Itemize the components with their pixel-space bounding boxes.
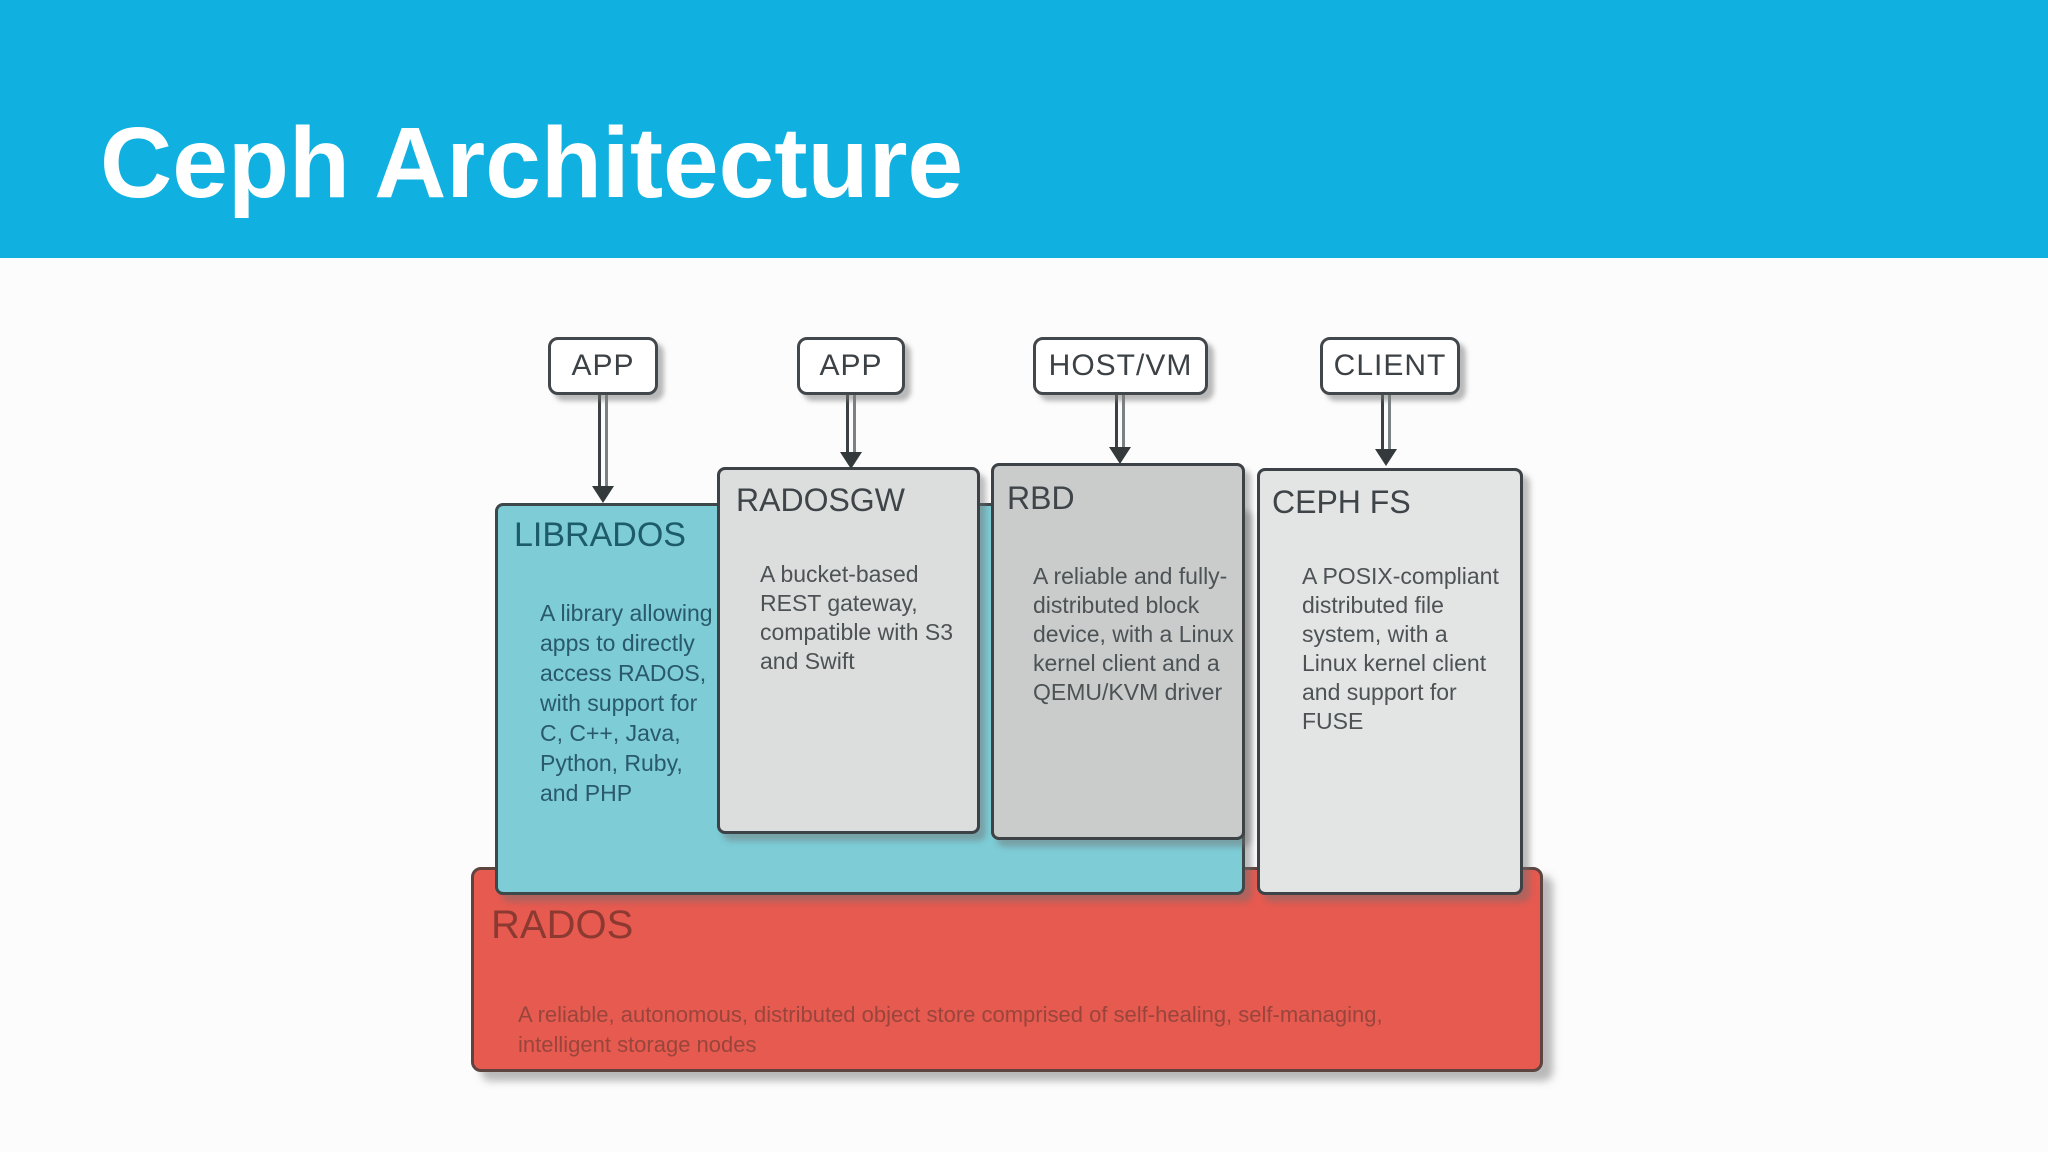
cephfs-box: CEPH FS A POSIX-compliant distributed fi…: [1257, 468, 1523, 895]
page-title: Ceph Architecture: [100, 107, 964, 219]
arrow-head-icon: [1375, 449, 1397, 466]
host-vm-box-label: HOST/VM: [1048, 349, 1193, 382]
rbd-box: RBD A reliable and fully- distributed bl…: [991, 463, 1245, 840]
librados-description: A library allowing apps to directly acce…: [540, 600, 713, 806]
client-box-label: CLIENT: [1333, 349, 1447, 382]
arrow-head-icon: [592, 486, 614, 503]
app-box-2-label: APP: [819, 349, 883, 382]
app-box-1-label: APP: [571, 349, 635, 382]
arrow-shaft: [846, 395, 856, 452]
cephfs-description: A POSIX-compliant distributed file syste…: [1302, 563, 1499, 734]
host-vm-box: HOST/VM: [1033, 337, 1208, 395]
rados-description: A reliable, autonomous, distributed obje…: [518, 1002, 1383, 1057]
rbd-description: A reliable and fully- distributed block …: [1033, 563, 1234, 705]
app-box-2: APP: [797, 337, 905, 395]
rbd-title: RBD: [1007, 480, 1075, 516]
librados-title: LIBRADOS: [514, 516, 686, 554]
header-band: Ceph Architecture: [0, 0, 2048, 258]
arrow-shaft: [1381, 395, 1391, 449]
arrow-head-icon: [840, 452, 862, 469]
arrow-shaft: [598, 395, 608, 486]
cephfs-title: CEPH FS: [1272, 484, 1411, 520]
arrow-shaft: [1115, 393, 1125, 447]
radosgw-title: RADOSGW: [736, 482, 905, 518]
client-box: CLIENT: [1320, 337, 1460, 395]
app-box-1: APP: [548, 337, 658, 395]
arrow-head-icon: [1109, 447, 1131, 464]
radosgw-box: RADOSGW A bucket-based REST gateway, com…: [717, 467, 980, 834]
radosgw-description: A bucket-based REST gateway, compatible …: [760, 561, 954, 674]
rados-box: RADOS A reliable, autonomous, distribute…: [471, 867, 1543, 1072]
rados-title: RADOS: [491, 903, 634, 947]
